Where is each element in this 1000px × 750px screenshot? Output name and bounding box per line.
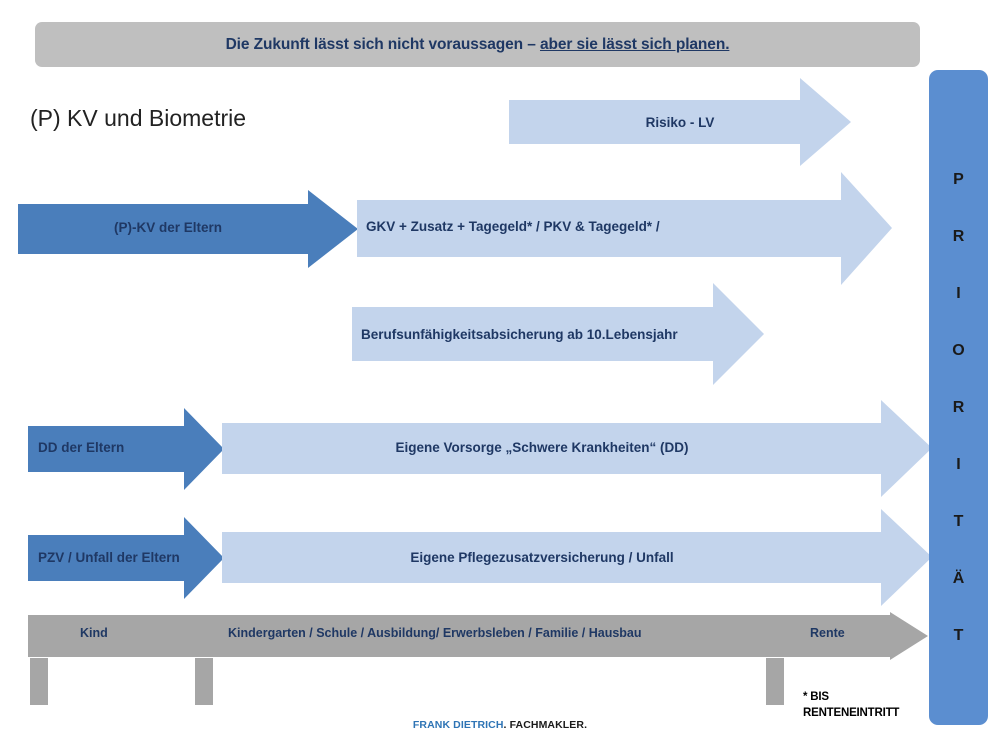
priority-letter: I [956,284,961,302]
arrow-gkv-zusatz-shape [357,172,892,285]
timeline-label-kindergarten: Kindergarten / Schule / Ausbildung/ Erwe… [228,626,642,640]
arrow-kv-eltern-shape [18,190,358,268]
arrow-berufsunfaehigkeit [352,283,764,385]
priority-panel: P R I O R I T Ä T [929,70,988,725]
footnote-line-1: * BIS [803,691,829,703]
arrow-pflegezusatz-shape [222,509,932,606]
timeline-arrow [28,612,928,660]
arrow-kv-eltern [18,190,358,268]
timeline-arrow-shape [28,612,928,660]
arrow-eigene-vorsorge-shape [222,400,932,497]
arrow-risiko-lv-shape [509,78,851,166]
header-text-plain: Die Zukunft lässt sich nicht voraussagen… [225,35,540,53]
timeline-tick-2 [195,658,213,705]
header-text-underlined: aber sie lässt sich planen. [539,35,730,53]
arrow-dd-eltern [28,408,224,490]
arrow-pflegezusatz [222,509,932,606]
footnote: * BIS RENTENEINTRITT [803,690,899,721]
header-banner-text: Die Zukunft lässt sich nicht voraussagen… [226,36,730,54]
priority-letter: R [952,398,965,416]
priority-letter: P [953,170,964,188]
timeline-labels: Kind Kindergarten / Schule / Ausbildung/… [28,612,928,658]
arrow-pzv-eltern-shape [28,517,224,599]
arrow-dd-eltern-shape [28,408,224,490]
brand-suffix: . FACHMAKLER. [503,719,588,731]
timeline-tick-3 [766,658,784,705]
arrow-berufsunfaehigkeit-shape [352,283,764,385]
priority-letter: T [953,626,964,644]
footnote-line-2: RENTENEINTRITT [803,706,900,719]
timeline-tick-1 [30,658,48,705]
brand-footer: FRANK DIETRICH. FACHMAKLER. [0,719,1000,731]
brand-name: FRANK DIETRICH [412,719,504,731]
timeline-label-rente: Rente [810,626,845,640]
arrow-risiko-lv [509,78,851,166]
priority-letter: Ä [952,569,965,587]
header-banner: Die Zukunft lässt sich nicht voraussagen… [35,22,920,67]
timeline-label-kind: Kind [80,626,108,640]
priority-letter: O [952,341,965,359]
priority-letter: T [953,512,964,530]
priority-letter: I [956,455,961,473]
arrow-eigene-vorsorge [222,400,932,497]
arrow-pzv-eltern [28,517,224,599]
arrow-gkv-zusatz [357,172,892,285]
priority-letter: R [952,227,965,245]
page-title: (P) KV und Biometrie [30,105,247,131]
